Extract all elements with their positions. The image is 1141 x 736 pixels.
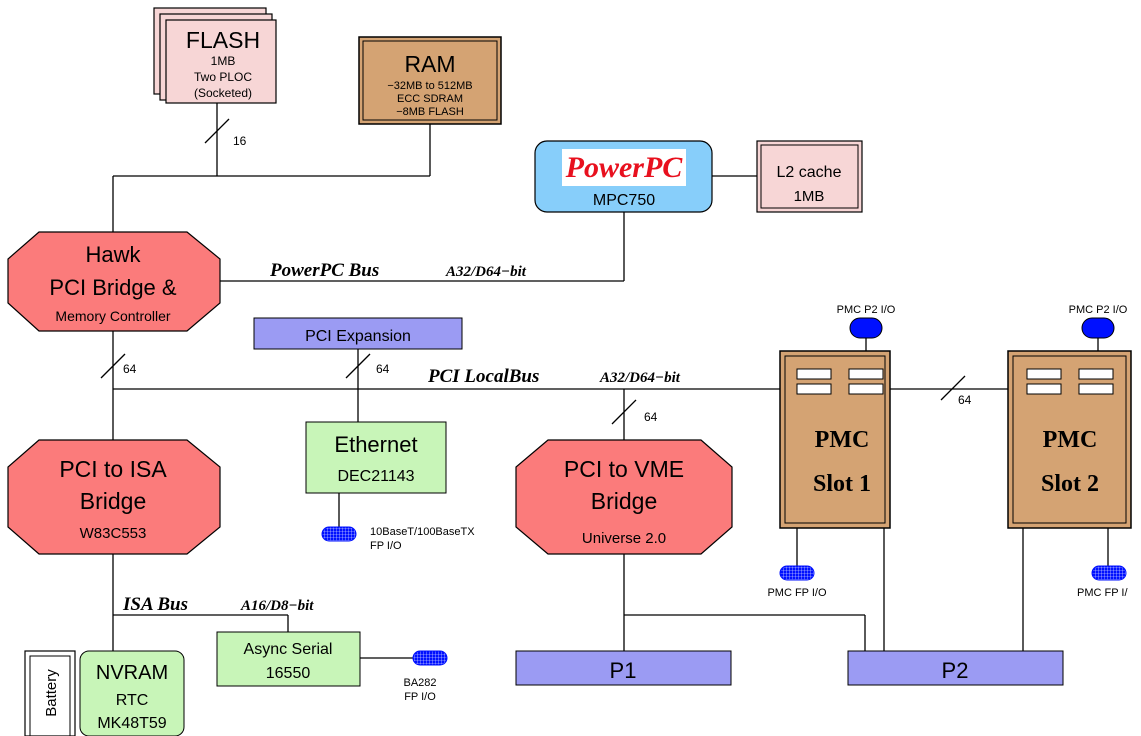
ethernet-fp-io: FP I/O — [370, 540, 402, 552]
pci-expansion-width: 64 — [376, 362, 390, 376]
ram-block: RAM −32MB to 512MB ECC SDRAM −8MB FLASH — [358, 36, 502, 125]
isa-bus-spec: A16/D8−bit — [240, 598, 314, 614]
pmc2-slot: Slot 2 — [1041, 471, 1099, 497]
p2-connector: P2 — [847, 650, 1064, 686]
vme-bridge-title: PCI to VME — [564, 456, 684, 482]
isa-bus-label: ISA Bus — [122, 594, 188, 615]
flash-bus-width: 16 — [233, 134, 247, 148]
l2-size: 1MB — [794, 188, 825, 205]
p1-label: P1 — [610, 658, 637, 683]
vme-bridge-width: 64 — [644, 410, 658, 424]
serial-connector-icon — [412, 650, 448, 666]
ethernet-connector-icon — [321, 526, 357, 542]
nvram-chip: MK48T59 — [97, 715, 166, 732]
isa-bridge-chip: W83C553 — [80, 525, 147, 542]
flash-detail: Two PLOC — [194, 70, 252, 84]
pci-isa-bridge-block: PCI to ISA Bridge W83C553 — [7, 439, 221, 555]
flash-capacity: 1MB — [211, 54, 236, 68]
nvram-block: NVRAM RTC MK48T59 — [79, 650, 185, 736]
serial-title: Async Serial — [244, 641, 333, 658]
pmc2-title: PMC — [1043, 427, 1098, 453]
pmc2-p2-connector-icon — [1081, 317, 1115, 339]
pmc-link-width: 64 — [958, 393, 972, 407]
ram-range: −32MB to 512MB — [387, 80, 472, 92]
hawk-bridge-block: Hawk PCI Bridge & Memory Controller — [7, 231, 221, 332]
pmc-slot-2: PMC Slot 2 — [1007, 350, 1132, 529]
pmc1-fp-connector-icon — [779, 565, 815, 581]
nvram-rtc: RTC — [116, 692, 149, 709]
powerpc-bus-label: PowerPC Bus — [269, 260, 379, 281]
ethernet-block: Ethernet DEC21143 — [305, 421, 447, 494]
battery-block: Battery — [24, 650, 76, 736]
isa-bridge-title: PCI to ISA — [59, 456, 167, 482]
l2-title: L2 cache — [777, 164, 842, 181]
serial-io-label: BA282 — [403, 677, 436, 689]
pci-localbus-spec: A32/D64−bit — [599, 370, 681, 386]
ethernet-chip: DEC21143 — [337, 468, 414, 485]
flash-block: FLASH 1MB Two PLOC (Socketed) — [153, 7, 277, 104]
pci-expansion-label: PCI Expansion — [305, 328, 411, 345]
serial-fp-io: FP I/O — [404, 691, 436, 703]
flash-socket: (Socketed) — [194, 86, 252, 100]
pci-vme-bridge-block: PCI to VME Bridge Universe 2.0 — [515, 439, 733, 555]
ram-flash: −8MB FLASH — [396, 106, 464, 118]
hawk-pci-width: 64 — [123, 362, 137, 376]
isa-bridge-subtitle: Bridge — [80, 488, 146, 514]
pmc2-fp-io-label: PMC FP I/ — [1077, 587, 1128, 599]
powerpc-logo: PowerPC — [565, 151, 684, 184]
p1-connector: P1 — [515, 650, 732, 686]
pci-localbus-label: PCI LocalBus — [427, 366, 539, 387]
ethernet-title: Ethernet — [334, 432, 417, 457]
powerpc-cpu-block: PowerPC MPC750 — [534, 140, 713, 213]
flash-title: FLASH — [186, 27, 260, 53]
ram-type: ECC SDRAM — [397, 93, 463, 105]
connection-lines — [100, 100, 1109, 659]
pci-expansion-block: PCI Expansion — [253, 317, 463, 350]
pmc1-fp-io-label: PMC FP I/O — [767, 587, 827, 599]
ethernet-io-label: 10BaseT/100BaseTX — [370, 526, 475, 538]
pmc1-title: PMC — [815, 427, 870, 453]
powerpc-bus-spec: A32/D64−bit — [445, 264, 527, 280]
pmc1-p2-connector-icon — [849, 317, 883, 339]
l2-cache-block: L2 cache 1MB — [756, 140, 863, 213]
pmc2-fp-connector-icon — [1091, 565, 1127, 581]
p2-label: P2 — [942, 658, 969, 683]
hawk-subtitle: PCI Bridge & — [49, 275, 176, 300]
ram-title: RAM — [404, 51, 455, 77]
cpu-model: MPC750 — [593, 192, 655, 209]
pmc-slot-1: PMC Slot 1 — [779, 350, 891, 529]
vme-bridge-subtitle: Bridge — [591, 488, 657, 514]
battery-label: Battery — [43, 669, 60, 717]
nvram-title: NVRAM — [96, 662, 168, 684]
pmc1-p2-io-label: PMC P2 I/O — [837, 304, 896, 316]
hawk-memctl: Memory Controller — [55, 308, 170, 324]
vme-bridge-chip: Universe 2.0 — [582, 530, 666, 547]
pmc2-p2-io-label: PMC P2 I/O — [1069, 304, 1128, 316]
async-serial-block: Async Serial 16550 — [216, 631, 361, 687]
serial-chip: 16550 — [266, 665, 311, 682]
hawk-title: Hawk — [85, 242, 141, 267]
pmc1-slot: Slot 1 — [813, 471, 871, 497]
